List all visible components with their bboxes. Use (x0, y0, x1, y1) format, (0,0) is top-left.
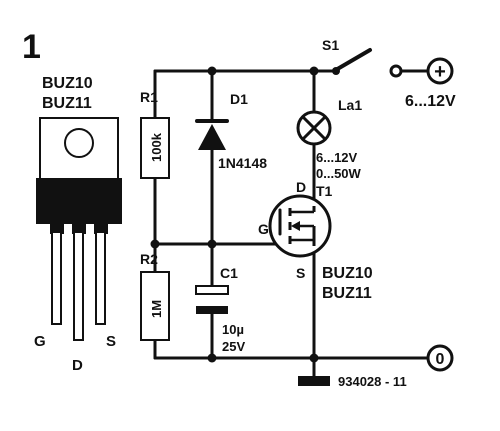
figure-reference: 934028 - 11 (338, 374, 407, 389)
package-mounting-hole (64, 128, 94, 158)
d1-value: 1N4148 (218, 155, 267, 171)
capacitor-c1: C1 10µ 25V (195, 265, 245, 354)
package-part-line-1: BUZ10 (42, 75, 93, 92)
mosfet-t1: G D T1 S BUZ10 BUZ11 (258, 179, 373, 302)
mosfet-package: BUZ10 BUZ11 G D S (34, 75, 122, 374)
terminal-positive-symbol: + (434, 61, 446, 83)
terminal-positive: + 6...12V (405, 57, 456, 110)
c1-value-line-2: 25V (222, 339, 245, 354)
r1-value: 100k (149, 132, 164, 162)
package-lead-drain (72, 224, 86, 234)
figure-number: 1 (22, 28, 41, 66)
terminal-ground: 0 (426, 344, 454, 372)
package-lead-source (94, 224, 108, 234)
r2-value: 1M (149, 300, 164, 318)
ground-symbol (298, 376, 330, 386)
resistor-r1: R1 100k (140, 89, 170, 179)
lamp-la1: La1 6...12V 0...50W (296, 97, 362, 181)
c1-ref: C1 (220, 265, 238, 281)
t1-drain-label: D (296, 179, 306, 195)
terminal-ground-symbol: 0 (436, 351, 445, 368)
resistor-r2: R2 1M (140, 251, 170, 341)
la1-spec-line-2: 0...50W (316, 166, 362, 181)
terminal-positive-label: 6...12V (405, 93, 456, 110)
t1-ref: T1 (316, 183, 333, 199)
package-part-line-2: BUZ11 (42, 95, 92, 112)
package-pin-gate (51, 231, 62, 325)
t1-part-line-1: BUZ10 (322, 265, 373, 282)
s1-ref: S1 (322, 37, 339, 53)
package-pin-label-d: D (72, 357, 83, 374)
t1-gate-label: G (258, 221, 269, 237)
diode-d1: D1 1N4148 (195, 91, 267, 171)
c1-value-line-1: 10µ (222, 322, 244, 337)
package-pin-label-s: S (106, 333, 116, 350)
package-pin-drain (73, 231, 84, 341)
package-lead-gate (50, 224, 64, 234)
t1-source-label: S (296, 265, 305, 281)
la1-spec-line-1: 6...12V (316, 150, 358, 165)
la1-ref: La1 (338, 97, 362, 113)
package-body (36, 178, 122, 224)
r1-ref: R1 (140, 89, 158, 105)
junctions (150, 66, 319, 363)
package-pin-source (95, 231, 106, 325)
package-pin-label-g: G (34, 333, 46, 350)
t1-part-line-2: BUZ11 (322, 285, 372, 302)
r2-ref: R2 (140, 251, 158, 267)
d1-ref: D1 (230, 91, 248, 107)
switch-s1: S1 (322, 37, 403, 78)
